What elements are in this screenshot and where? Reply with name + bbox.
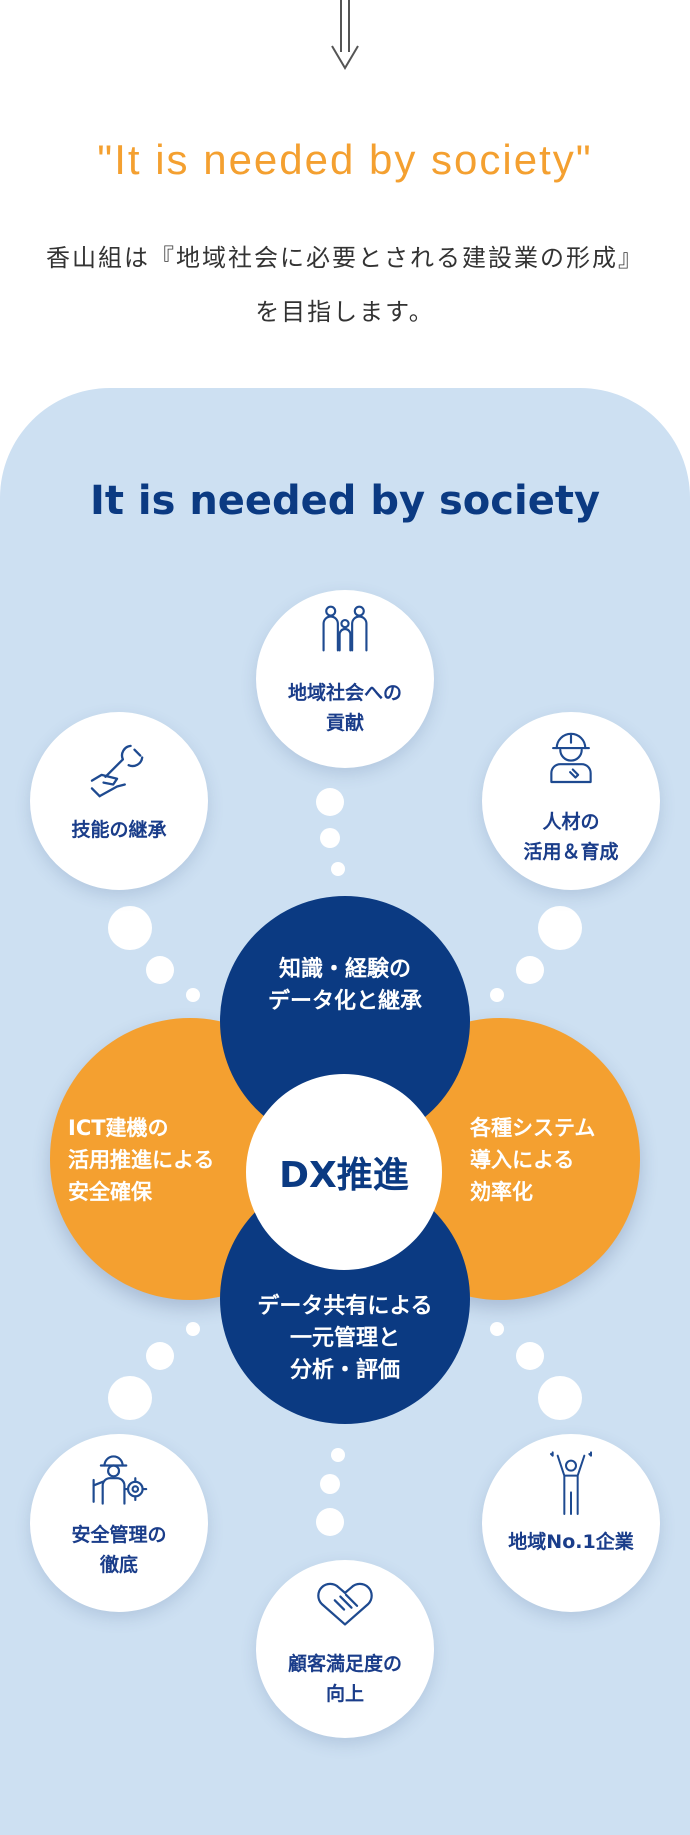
connector-dot [516,956,544,984]
dx-center-circle: DX推進 [246,1074,442,1270]
knowledge-data-label: 知識・経験の データ化と継承 [267,957,422,1014]
intro-line-1: 香山組は『地域社会に必要とされる建設業の形成』 [46,244,644,272]
goal-label: 地域社会への 貢献 [287,682,402,734]
safety-worker-gear-icon [92,1455,148,1505]
goal-talent-development: 人材の 活用＆育成 [482,712,660,890]
connector-dot [490,988,504,1002]
connector-dot [108,1376,152,1420]
goal-community-contribution: 地域社会への 貢献 [256,590,434,768]
connector-dot [490,1322,504,1336]
connector-dot [516,1342,544,1370]
headline: "It is needed by society" [97,136,593,183]
connector-dot [186,1322,200,1336]
goal-safety-management: 安全管理の 徹底 [30,1434,208,1612]
connector-dot [331,862,345,876]
connector-dot [320,828,340,848]
handshake-icon [317,1582,373,1626]
family-icon [322,605,368,652]
goal-customer-satisfaction: 顧客満足度の 向上 [256,1560,434,1738]
goal-label: 安全管理の 徹底 [71,1524,167,1576]
system-efficiency-label: 各種システム 導入による 効率化 [470,1116,596,1204]
data-sharing-label: データ共有による 一元管理と 分析・評価 [257,1294,433,1383]
intro-line-2: を目指します。 [255,298,435,326]
connector-dot [316,788,344,816]
connector-dot [146,1342,174,1370]
down-arrow-icon [331,0,359,70]
connector-dot [108,906,152,950]
goal-label: 人材の 活用＆育成 [523,811,619,863]
goal-skill-succession: 技能の継承 [30,712,208,890]
dx-center-label: DX推進 [279,1155,409,1196]
connector-dot [316,1508,344,1536]
ict-safety-label: ICT建機の 活用推進による 安全確保 [68,1116,215,1204]
connector-dot [538,1376,582,1420]
connector-dot [331,1448,345,1462]
panel-title: It is needed by society [89,478,601,524]
connector-dot [320,1474,340,1494]
wrench-hand-icon [90,744,144,798]
goal-label: 顧客満足度の 向上 [287,1653,402,1705]
goal-label: 地域No.1企業 [508,1531,634,1553]
goal-top-regional-company: 地域No.1企業 [482,1434,660,1612]
connector-dot [538,906,582,950]
worker-helmet-icon [550,732,592,784]
connector-dot [186,988,200,1002]
celebrating-person-icon [550,1451,592,1515]
goal-label: 技能の継承 [71,819,167,841]
connector-dot [146,956,174,984]
